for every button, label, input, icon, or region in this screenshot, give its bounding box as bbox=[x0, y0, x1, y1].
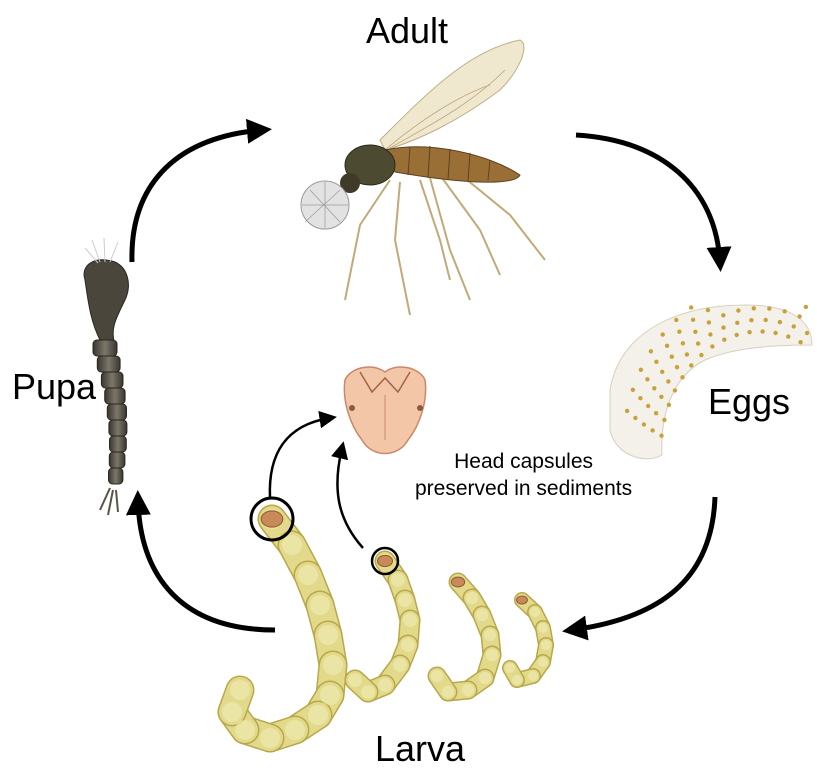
arrow-pupa-to-adult bbox=[132, 130, 262, 262]
arrow-small-capsule-to-head bbox=[337, 448, 363, 548]
arrow-adult-to-eggs bbox=[576, 135, 720, 262]
arrow-larva-to-pupa bbox=[138, 500, 275, 630]
arrow-large-capsule-to-head bbox=[270, 418, 330, 498]
larva-small bbox=[431, 576, 498, 698]
stage-label-larva: Larva bbox=[375, 728, 465, 770]
annotation-line-2: preserved in sediments bbox=[415, 475, 632, 502]
stage-label-eggs: Eggs bbox=[708, 381, 790, 423]
larva-smallest bbox=[505, 595, 551, 685]
larva-medium bbox=[348, 554, 417, 699]
stage-label-adult: Adult bbox=[366, 10, 448, 52]
stage-label-pupa: Pupa bbox=[12, 366, 96, 408]
annotation-line-1: Head capsules bbox=[415, 448, 632, 475]
head-capsules-annotation: Head capsules preserved in sediments bbox=[415, 448, 632, 502]
head-capsule-illustration bbox=[344, 367, 425, 454]
arrow-eggs-to-larva bbox=[572, 497, 715, 630]
adult-midge-illustration bbox=[301, 40, 545, 315]
